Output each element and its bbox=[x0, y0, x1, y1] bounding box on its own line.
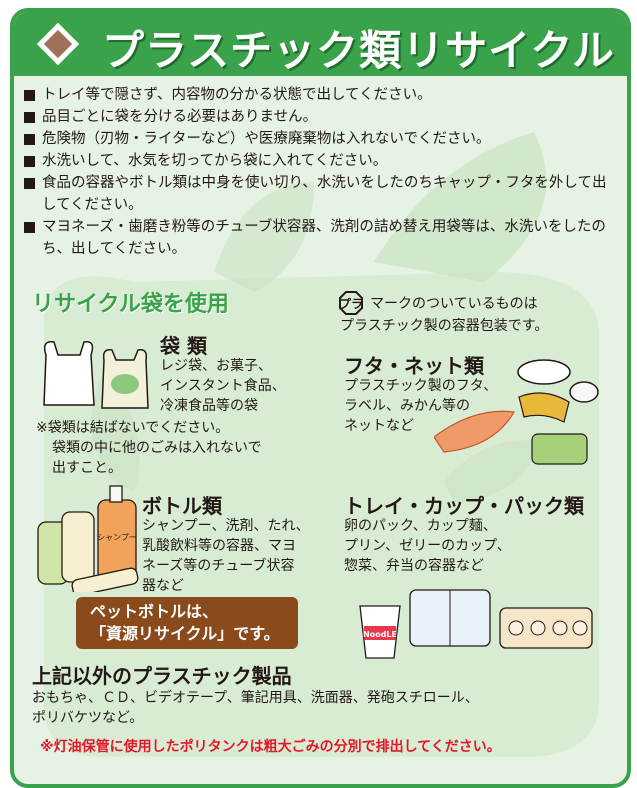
kerosene-tank-warning: ※灯油保管に使用したポリタンクは粗大ごみの分別で排出してください。 bbox=[40, 739, 501, 755]
mark-note-line2: プラスチック製の容器包装です。 bbox=[340, 318, 549, 334]
pet-bottle-line2: 「資源リサイクル」です。 bbox=[90, 624, 280, 643]
rule-text: マヨネーズ・歯磨き粉等のチューブ状容器、洗剤の詰め替え用袋等は、水洗いをしたのち… bbox=[42, 219, 606, 257]
bottle-label: シャンプー bbox=[97, 533, 137, 542]
poster-frame: プラスチック類リサイクル トレイ等で隠さず、内容物の分かる状態で出してください。… bbox=[10, 8, 631, 788]
rule-text: 食品の容器やボトル類は中身を使い切り、水洗いをしたのちキャップ・フタを外して出し… bbox=[42, 175, 607, 213]
pura-recycling-mark-icon: プラ bbox=[336, 288, 366, 318]
other-line: ポリバケツなど。 bbox=[32, 710, 144, 726]
page-title: プラスチック類リサイクル bbox=[102, 26, 616, 75]
mark-note-line1: マークのついているものは bbox=[370, 296, 538, 312]
lids-line: プラスチック製のフタ、 bbox=[344, 378, 498, 394]
rules-list: トレイ等で隠さず、内容物の分かる状態で出してください。 品目ごとに袋を分ける必要… bbox=[24, 84, 614, 260]
rule-item: トレイ等で隠さず、内容物の分かる状態で出してください。 bbox=[24, 84, 614, 106]
cup-label: NoodLE bbox=[363, 630, 397, 639]
rule-item: 危険物（刃物・ライターなど）や医療廃棄物は入れないでください。 bbox=[24, 128, 614, 150]
bags-note: ※袋類は結ばないでください。 bbox=[36, 420, 230, 436]
bullet-square-icon bbox=[24, 90, 35, 101]
title-banner: プラスチック類リサイクル bbox=[14, 12, 627, 76]
trays-cups-illustration: NoodLE bbox=[359, 589, 593, 659]
bags-note: 袋類の中に他のごみは入れないで bbox=[52, 440, 262, 456]
bottles-title: ボトル類 bbox=[142, 494, 222, 518]
bullet-square-icon bbox=[24, 112, 35, 123]
bags-note: 出すこと。 bbox=[52, 460, 122, 476]
trays-line: 惣菜、弁当の容器など bbox=[344, 558, 484, 574]
lids-line: ラベル、みかん等の bbox=[344, 398, 470, 414]
rule-text: 危険物（刃物・ライターなど）や医療廃棄物は入れないでください。 bbox=[42, 131, 491, 147]
bullet-square-icon bbox=[24, 156, 35, 167]
bottles-line: ネーズ等のチューブ状容 bbox=[142, 558, 295, 574]
plastic-bags-illustration bbox=[43, 341, 149, 409]
bags-title: 袋 類 bbox=[160, 334, 207, 358]
bullet-square-icon bbox=[24, 178, 35, 189]
bags-line: レジ袋、お菓子、 bbox=[160, 358, 272, 374]
bullet-square-icon bbox=[24, 222, 35, 233]
bottles-line: シャンプー、洗剤、たれ、 bbox=[142, 518, 310, 534]
lids-title: フタ・ネット類 bbox=[344, 354, 484, 378]
rule-text: 水洗いして、水気を切ってから袋に入れてください。 bbox=[42, 153, 388, 169]
other-title: 上記以外のプラスチック製品 bbox=[32, 664, 292, 688]
lids-line: ネットなど bbox=[344, 418, 414, 434]
trays-line: プリン、ゼリーのカップ、 bbox=[344, 538, 511, 554]
recycle-bag-heading: リサイクル袋を使用 bbox=[32, 292, 229, 317]
rule-text: トレイ等で隠さず、内容物の分かる状態で出してください。 bbox=[42, 87, 432, 103]
bullet-square-icon bbox=[24, 134, 35, 145]
bottles-illustration: シャンプー bbox=[37, 485, 139, 592]
bottles-line: 乳酸飲料等の容器、マヨ bbox=[142, 538, 296, 554]
svg-text:プラ: プラ bbox=[339, 296, 363, 311]
bags-line: 冷凍食品等の袋 bbox=[160, 398, 258, 414]
trays-line: 卵のパック、カップ麺、 bbox=[344, 518, 497, 534]
rule-text: 品目ごとに袋を分ける必要はありません。 bbox=[42, 109, 318, 125]
pet-bottle-line1: ペットボトルは、 bbox=[90, 602, 219, 621]
diamond-icon bbox=[36, 22, 80, 66]
other-line: おもちゃ、ＣＤ、ビデオテープ、筆記用具、洗面器、発砲スチロール、 bbox=[32, 690, 479, 706]
lids-and-nets-illustration bbox=[434, 359, 599, 465]
rule-item: 品目ごとに袋を分ける必要はありません。 bbox=[24, 106, 614, 128]
rule-item: 食品の容器やボトル類は中身を使い切り、水洗いをしたのちキャップ・フタを外して出し… bbox=[24, 172, 614, 216]
trays-title: トレイ・カップ・パック類 bbox=[344, 494, 584, 518]
bags-line: インスタント食品、 bbox=[160, 378, 286, 394]
bottles-line: 器など bbox=[142, 578, 184, 594]
pet-bottle-notice: ペットボトルは、 「資源リサイクル」です。 bbox=[76, 597, 298, 649]
rule-item: 水洗いして、水気を切ってから袋に入れてください。 bbox=[24, 150, 614, 172]
rule-item: マヨネーズ・歯磨き粉等のチューブ状容器、洗剤の詰め替え用袋等は、水洗いをしたのち… bbox=[24, 216, 614, 260]
